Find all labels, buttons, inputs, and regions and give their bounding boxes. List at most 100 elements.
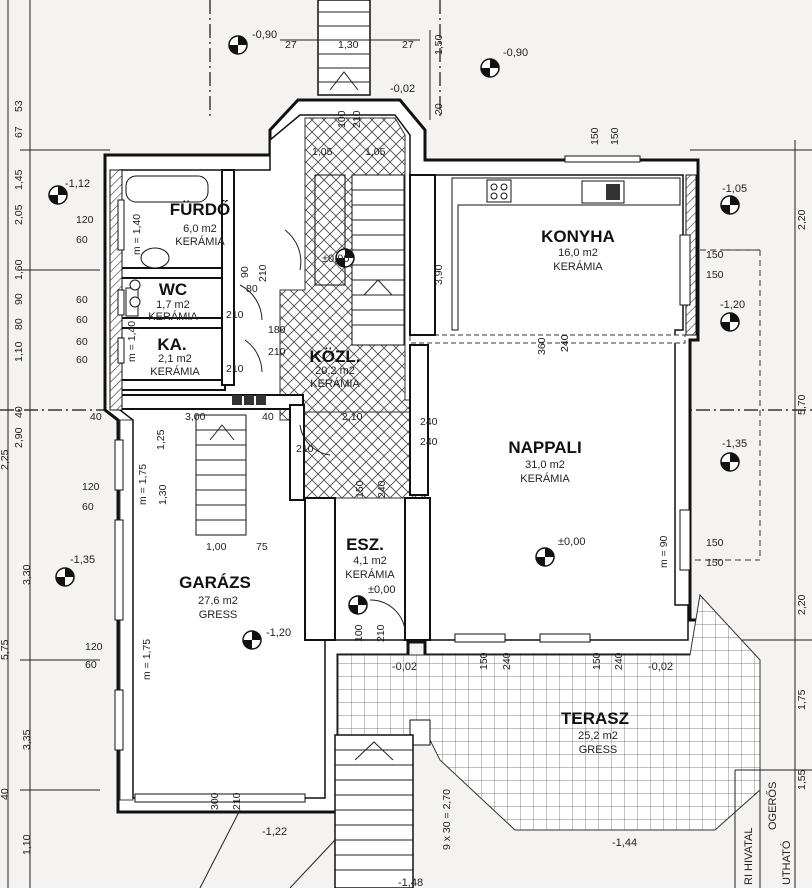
room-name-konyha: KONYHA xyxy=(541,227,615,246)
level-konyha-side: -1,05 xyxy=(722,183,747,195)
room-floor-furdo: KERÁMIA xyxy=(175,235,225,248)
dim-terr-240b: 240 xyxy=(613,652,625,670)
level-right-mid: -1,20 xyxy=(720,299,745,311)
level-terrace-door: -0,02 xyxy=(648,661,673,673)
dim-door-210c: 210 xyxy=(226,309,244,321)
room-floor-kamra: KERÁMIA xyxy=(150,365,200,378)
room-area-konyha: 16,0 m2 xyxy=(558,247,598,259)
room-area-kozl: 20,2 m2 xyxy=(315,365,355,377)
room-name-garazs: GARÁZS xyxy=(179,573,251,592)
dim-door-80: 80 xyxy=(246,283,258,295)
room-area-nappali: 31,0 m2 xyxy=(525,459,565,471)
dim-r-175: 1,75 xyxy=(796,689,808,710)
dim-konyha-150a: 150 xyxy=(589,127,601,145)
level-markers xyxy=(48,35,740,650)
margin-boxes xyxy=(734,769,812,888)
dim-l-090: 90 xyxy=(13,293,25,305)
dim-axis-40b: 40 xyxy=(262,411,274,423)
level-esz: ±0,00 xyxy=(368,584,395,596)
dim-m-ka: m = 1,40 xyxy=(126,321,138,362)
dim-l-067: 67 xyxy=(13,126,25,138)
entrance-stairs-top xyxy=(317,0,371,96)
dim-konyha-390: 3,90 xyxy=(433,264,445,285)
level-garage-inner: -1,20 xyxy=(266,627,291,639)
dim-l-040b: 40 xyxy=(0,788,11,800)
room-konyha: KONYHA 16,0 m2 KERÁMIA xyxy=(541,227,615,273)
room-name-kamra: KA. xyxy=(157,335,186,354)
windows xyxy=(114,155,691,803)
dim-l-335: 3,35 xyxy=(21,729,33,750)
room-floor-konyha: KERÁMIA xyxy=(553,260,603,273)
dim-right-150d: 150 xyxy=(706,557,724,569)
dim-m-garage: m = 1,75 xyxy=(141,639,153,680)
level-top-left: -0,90 xyxy=(252,29,277,41)
room-name-esz: ESZ. xyxy=(346,535,384,554)
room-area-wc: 1,7 m2 xyxy=(156,299,190,311)
margin-texts: RI HIVATAL OGERŐS UTHATÓ xyxy=(743,782,793,885)
level-stair-bottom: -1,48 xyxy=(398,877,423,888)
dim-stairs-930: 9 x 30 = 2,70 xyxy=(441,789,453,850)
dim-stair-130: 1,30 xyxy=(157,484,169,505)
dim-stair-m175: m = 1,75 xyxy=(137,464,149,505)
garage-stairs xyxy=(195,395,266,536)
dim-konyha-240: 240 xyxy=(559,334,571,352)
dim-r-570: 5,70 xyxy=(796,394,808,415)
dim-axis-300: 3,00 xyxy=(185,411,206,423)
dim-top-27b: 27 xyxy=(402,39,414,51)
dim-door-210e: 210 xyxy=(296,443,314,455)
dim-door-90: 90 xyxy=(239,266,251,278)
dim-win-60c: 60 xyxy=(85,659,97,671)
room-floor-terasz: GRESS xyxy=(579,744,618,756)
door-swings xyxy=(239,229,406,631)
dim-stair-100: 100 xyxy=(336,110,348,128)
dim-top-130: 1,30 xyxy=(338,39,359,51)
dim-l-110b: 1,10 xyxy=(21,834,33,855)
dim-wc-60b: 60 xyxy=(76,314,88,326)
room-floor-esz: KERÁMIA xyxy=(345,568,395,581)
room-garazs: GARÁZS 27,6 m2 GRESS xyxy=(179,573,251,621)
room-floor-garazs: GRESS xyxy=(199,609,238,621)
room-terasz: TERASZ 25,2 m2 GRESS xyxy=(561,709,629,756)
room-wc: WC 1,7 m2 KERÁMIA xyxy=(148,280,198,323)
room-area-furdo: 6,0 m2 xyxy=(183,223,217,235)
dim-win-60a: 60 xyxy=(76,234,88,246)
dim-r-220: 2,20 xyxy=(796,209,808,230)
level-garage-side: -1,35 xyxy=(70,554,95,566)
dim-door-210b: 210 xyxy=(268,346,286,358)
dimension-labels: 27 1,30 27 1,50 20 1,05 1,05 210 100 150… xyxy=(0,34,808,855)
dim-win-120b: 120 xyxy=(82,481,100,493)
level-terrace-front: -1,44 xyxy=(612,837,637,849)
dim-terr-150b: 150 xyxy=(591,652,603,670)
dim-stair-210: 210 xyxy=(351,110,363,128)
dim-kozl-150: 150 xyxy=(354,480,366,498)
margin-text-a: RI HIVATAL xyxy=(743,828,755,885)
dim-konyha-150b: 150 xyxy=(609,127,621,145)
dim-m-furdo: m = 1,40 xyxy=(131,214,143,255)
dim-l-290: 2,90 xyxy=(13,427,25,448)
dim-top-27a: 27 xyxy=(285,39,297,51)
room-name-terasz: TERASZ xyxy=(561,709,629,728)
dim-l-080: 80 xyxy=(13,318,25,330)
dim-wc-60a: 60 xyxy=(76,294,88,306)
kitchen-counter xyxy=(451,177,681,331)
level-entry-top: -0,02 xyxy=(390,83,415,95)
interior-walls xyxy=(109,169,697,801)
room-name-wc: WC xyxy=(159,280,187,299)
room-floor-kozl: KERÁMIA xyxy=(310,377,360,390)
dim-l-040: 40 xyxy=(13,406,25,418)
level-top-right: -0,90 xyxy=(503,47,528,59)
room-kamra: KA. 2,1 m2 KERÁMIA xyxy=(150,335,200,378)
dim-l-110: 1,10 xyxy=(13,341,25,362)
dim-door-210d: 210 xyxy=(226,363,244,375)
dim-door-210a: 210 xyxy=(257,264,269,282)
entrance-stairs-bottom xyxy=(199,734,414,888)
dim-right-150b: 150 xyxy=(706,269,724,281)
dim-door-180: 180 xyxy=(268,324,286,336)
dim-l-205: 2,05 xyxy=(13,204,25,225)
dim-nappali-m90: m = 90 xyxy=(658,535,670,568)
room-area-terasz: 25,2 m2 xyxy=(578,730,618,742)
room-nappali: NAPPALI 31,0 m2 KERÁMIA xyxy=(508,438,581,485)
dim-l-160: 1,60 xyxy=(13,259,25,280)
margin-text-c: UTHATÓ xyxy=(780,840,793,885)
